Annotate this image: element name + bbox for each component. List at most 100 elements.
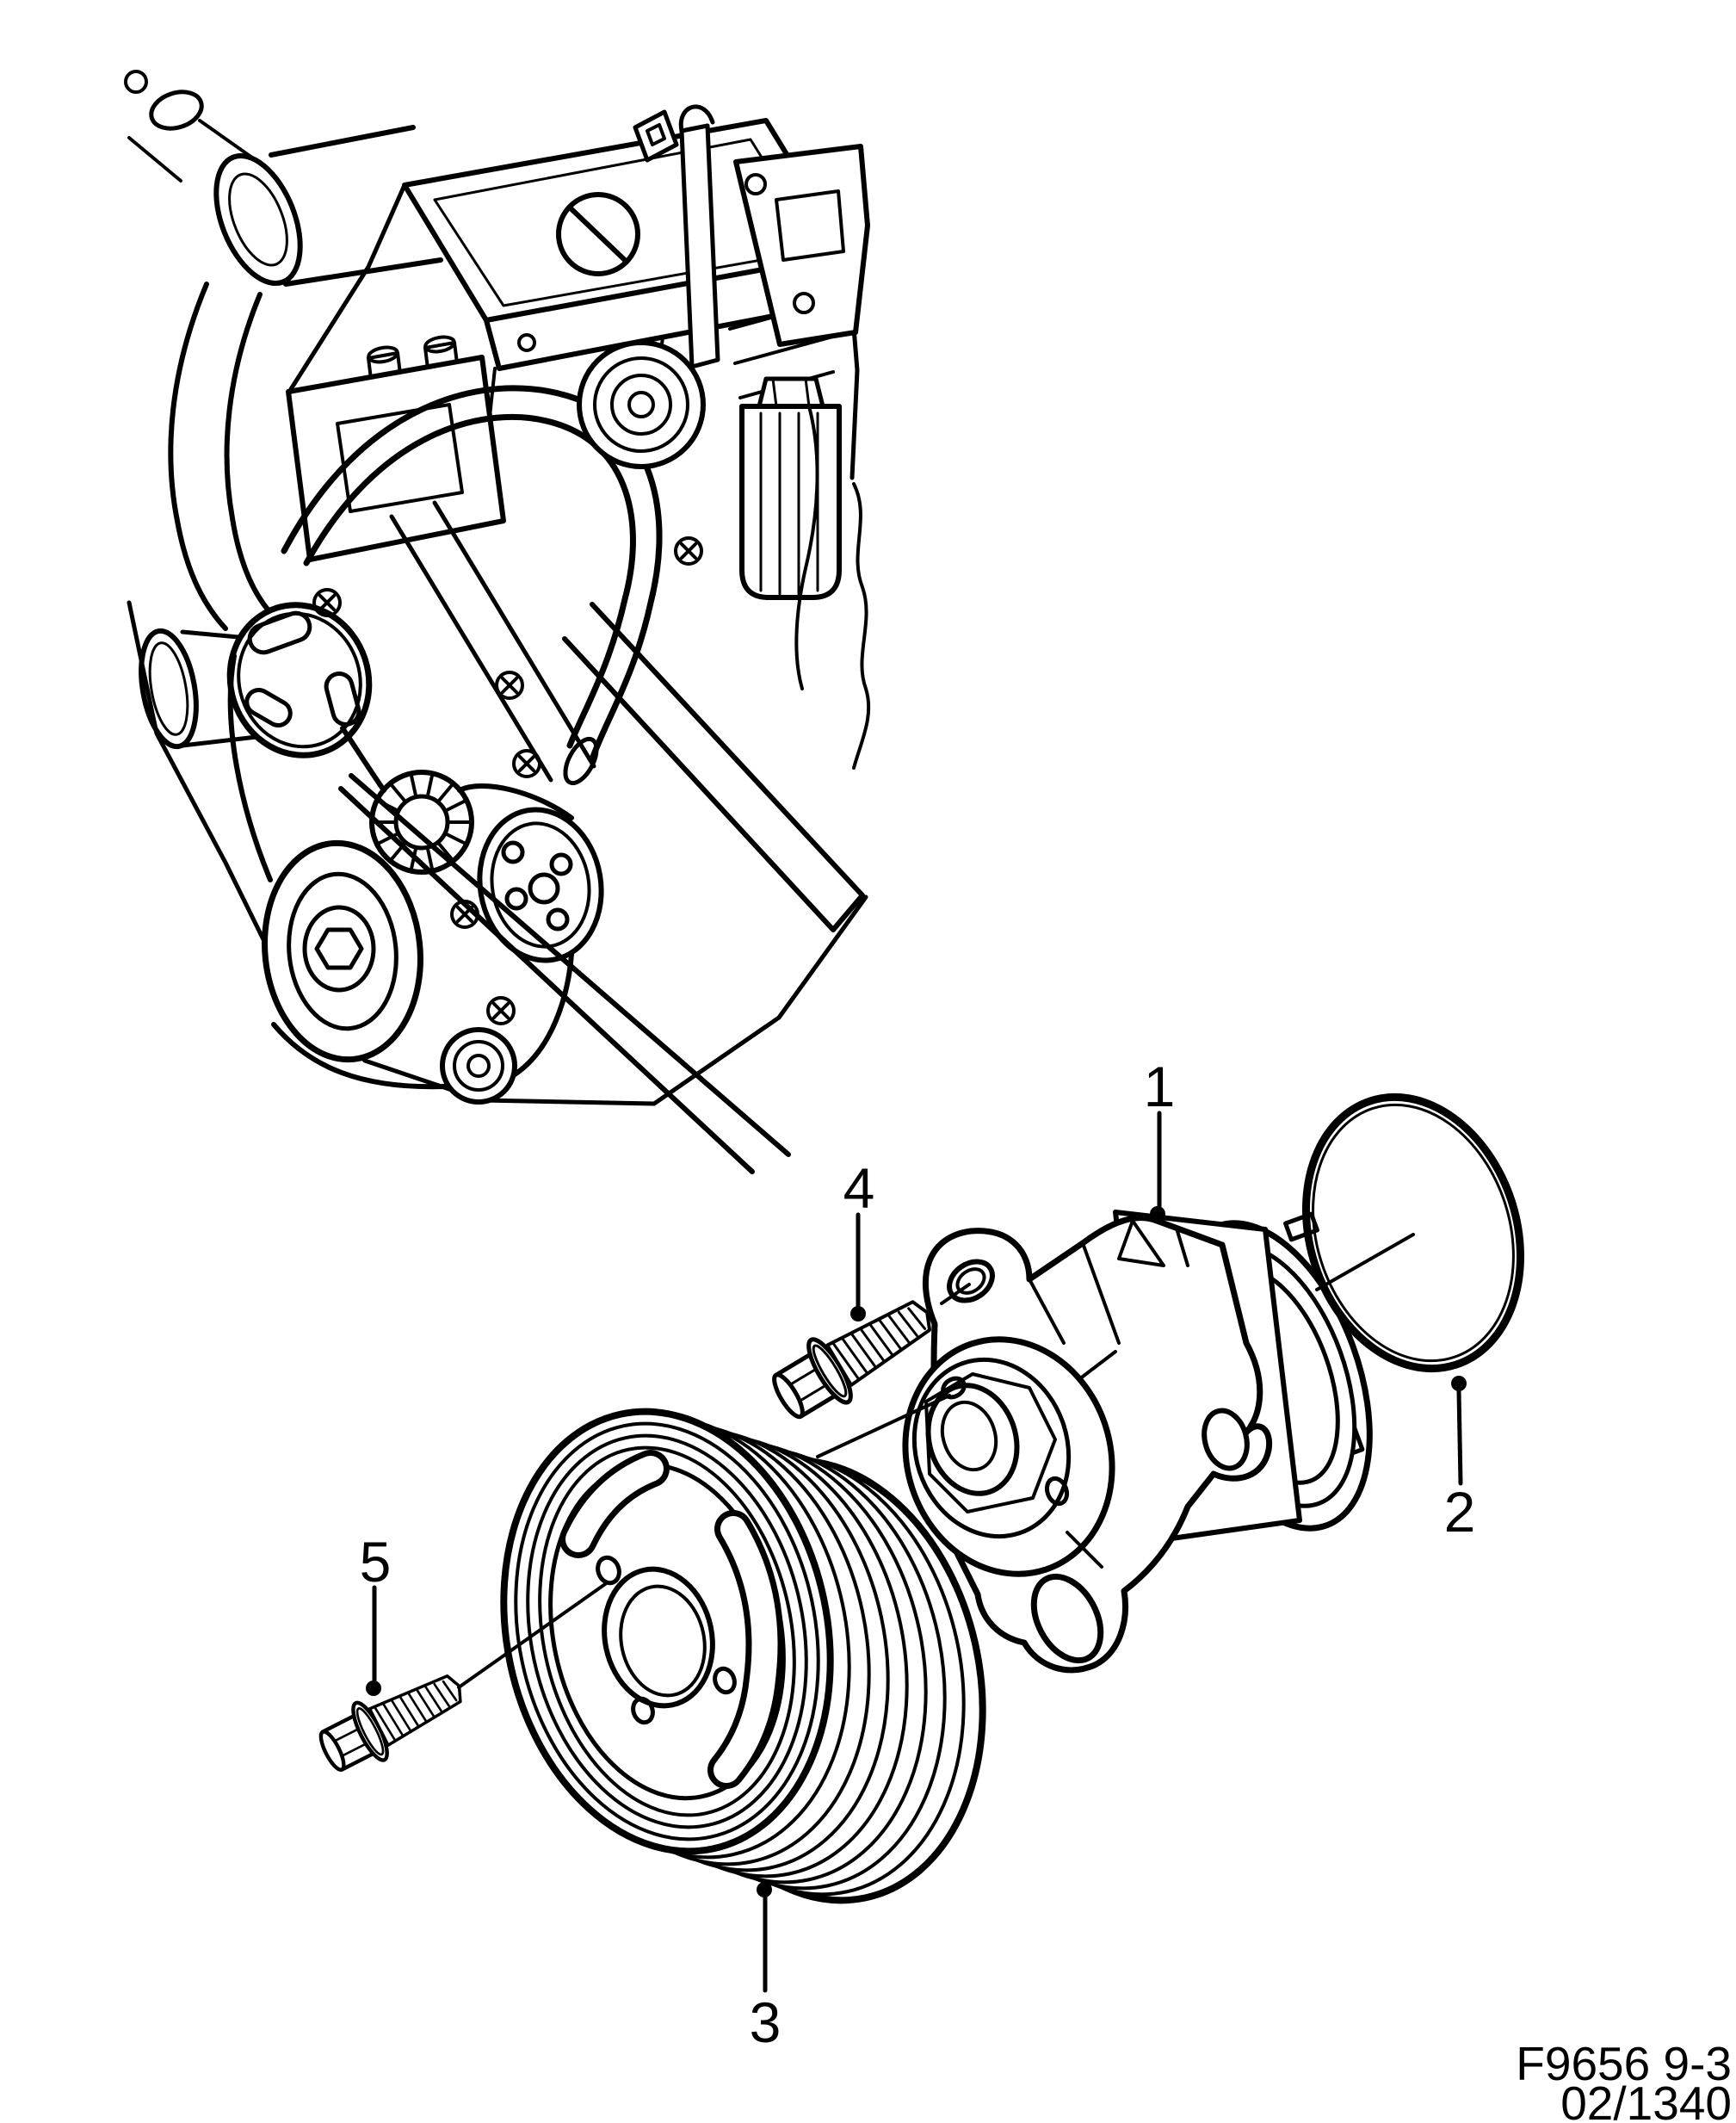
alt-rim [477,807,604,963]
bracket-bolt [793,292,815,314]
hub-bolt-hole [941,1376,967,1400]
oil-cooler-rings [577,340,706,469]
leader-dot [366,1680,381,1696]
bolt-head [495,671,524,700]
bolt-threads [831,1307,927,1381]
dipstick-tube [794,405,819,690]
alt-center [528,872,560,905]
pulley-groove-ring [526,1433,808,1829]
ring-outer [577,340,706,469]
location-line-upper [349,773,791,1157]
callout-2-leader [1315,1233,1467,1486]
tensioner-rim [369,770,474,875]
location-reference-lines [338,773,791,1174]
pulley-groove-ring [514,1421,820,1841]
leader-dot [757,1882,772,1897]
o-ring-drawing [1302,1092,1524,1373]
bracket-cutout [775,189,845,262]
idler-pulley [440,1027,517,1105]
ps-tube-end-inner [148,641,189,736]
hub-bore [925,1383,1020,1496]
bolt-flange-washer-inner [812,1344,848,1398]
pulley-cluster [226,602,604,1105]
bolt-shaft [368,1674,462,1747]
alt-hole [549,852,573,876]
leader-dot [1451,1376,1467,1391]
pulley-center-hole-inner [619,1584,707,1698]
pulley-slot-upper [565,1456,664,1552]
pump-hub [902,1336,1117,1577]
flange-hole-bottom [1030,1573,1104,1664]
water-pump-drawing [902,1210,1373,1674]
ring-center [627,391,655,418]
flange-hole-top-inner [955,1267,986,1295]
engine-illustration [124,70,871,1106]
idler-inner [453,1040,504,1092]
filter-ribs [759,412,819,596]
hose-end [563,736,599,786]
crank-bolt-hex [314,927,364,970]
fitting-cap [423,335,456,354]
pulley-bolt-hole [596,1555,621,1586]
bolt-5-drawing [318,1674,462,1773]
drive-belt [227,653,574,1090]
bolt-4-drawing [772,1300,932,1420]
ps-pulley-slot [247,610,312,655]
bolt-4-pointer [940,1283,971,1305]
callout-labels: 1 2 3 4 5 [360,1055,1476,2054]
crank-inner [287,871,398,1031]
front-arm [389,500,596,783]
callout-4-leader [850,1212,971,1321]
lifting-eye-hole [646,123,666,146]
alt-hole [501,840,525,864]
alt-hole [504,887,528,911]
filter-hex-facets [771,377,811,408]
pulley-drawing [500,1408,986,1904]
bolt-head [512,749,541,778]
mount-arm [562,602,865,932]
power-steering-pulley [226,602,373,758]
o-ring-pointer [1315,1233,1415,1291]
callout-2-label: 2 [1444,1480,1476,1544]
engine-bracket [678,104,870,369]
figure-code: F9656 9-3 [1516,2037,1732,2090]
cable [852,482,871,770]
ring-mid [593,356,689,453]
callout-4-label: 4 [843,1156,875,1220]
page-code: 02/1340 [1560,2077,1732,2123]
pulley-groove-ring [538,1445,796,1817]
fitting-cap [367,345,399,364]
bolt-5-pointer [457,1581,609,1689]
dipstick-and-cable [794,405,871,770]
alt-hole [546,907,570,932]
callout-1-leader [1150,1111,1165,1222]
bracket-bolt [744,173,767,195]
lifting-eye [633,109,679,163]
duct-end-inner [228,172,288,267]
footer: F9656 9-3 02/1340 [1516,2037,1732,2123]
bolt-head-crosses [318,542,697,1019]
pump-fittings [367,341,460,387]
ps-pulley-slot [244,688,293,727]
ps-pulley-slot [324,672,361,727]
filter-hex [757,376,825,409]
clamp-bolt [124,70,148,94]
bolt-head [312,588,342,617]
flange-hole-right [1202,1408,1250,1471]
location-line-lower [338,786,755,1174]
elbow-inner [224,292,278,621]
bolt-head-end [772,1372,805,1420]
pulley-to-hub-pointer [816,1394,951,1458]
callout-3-label: 3 [750,1990,782,2054]
bolt-threads [374,1680,458,1742]
hub-face-ring [911,1357,1072,1539]
bolt-flange-washer-inner [355,1707,385,1756]
leader-dot [850,1306,866,1321]
oil-filter [739,376,842,600]
oil-cap-slash [567,205,629,264]
alternator-pulley [477,807,604,963]
hub-bore-inner [940,1400,998,1472]
elbow-outer [168,282,228,631]
